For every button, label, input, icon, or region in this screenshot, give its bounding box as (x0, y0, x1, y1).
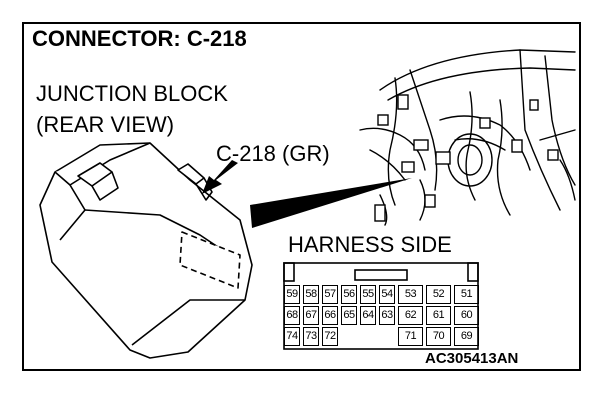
pin-55: 55 (360, 285, 376, 304)
harness-side-label: HARNESS SIDE (288, 232, 452, 257)
junction-block-label: JUNCTION BLOCK (36, 81, 228, 106)
pin-63: 63 (379, 306, 395, 325)
pin-52: 52 (426, 285, 451, 304)
connector-title: CONNECTOR: C-218 (32, 26, 247, 51)
pin-65: 65 (341, 306, 357, 325)
pin-71: 71 (398, 327, 423, 346)
pin-54: 54 (379, 285, 395, 304)
pin-51: 51 (454, 285, 479, 304)
pin-58: 58 (303, 285, 319, 304)
connector-callout-label: C-218 (GR) (216, 141, 330, 166)
pin-60: 60 (454, 306, 479, 325)
pin-72: 72 (322, 327, 338, 346)
pin-73: 73 (303, 327, 319, 346)
pin-59: 59 (284, 285, 300, 304)
pin-57: 57 (322, 285, 338, 304)
pin-69: 69 (454, 327, 479, 346)
dashboard-harness (359, 49, 576, 226)
pin-64: 64 (360, 306, 376, 325)
pin-66: 66 (322, 306, 338, 325)
pin-62: 62 (398, 306, 423, 325)
pin-61: 61 (426, 306, 451, 325)
pointer-wedge (250, 178, 412, 228)
junction-block (39, 142, 253, 359)
figure-code: AC305413AN (425, 350, 519, 367)
callout-arrow (202, 160, 238, 194)
harness-clips (374, 94, 559, 222)
pin-70: 70 (426, 327, 451, 346)
pin-74: 74 (284, 327, 300, 346)
diagram-frame (22, 22, 581, 371)
pin-68: 68 (284, 306, 300, 325)
rear-view-label: (REAR VIEW) (36, 112, 175, 137)
pin-53: 53 (398, 285, 423, 304)
pin-56: 56 (341, 285, 357, 304)
pin-67: 67 (303, 306, 319, 325)
